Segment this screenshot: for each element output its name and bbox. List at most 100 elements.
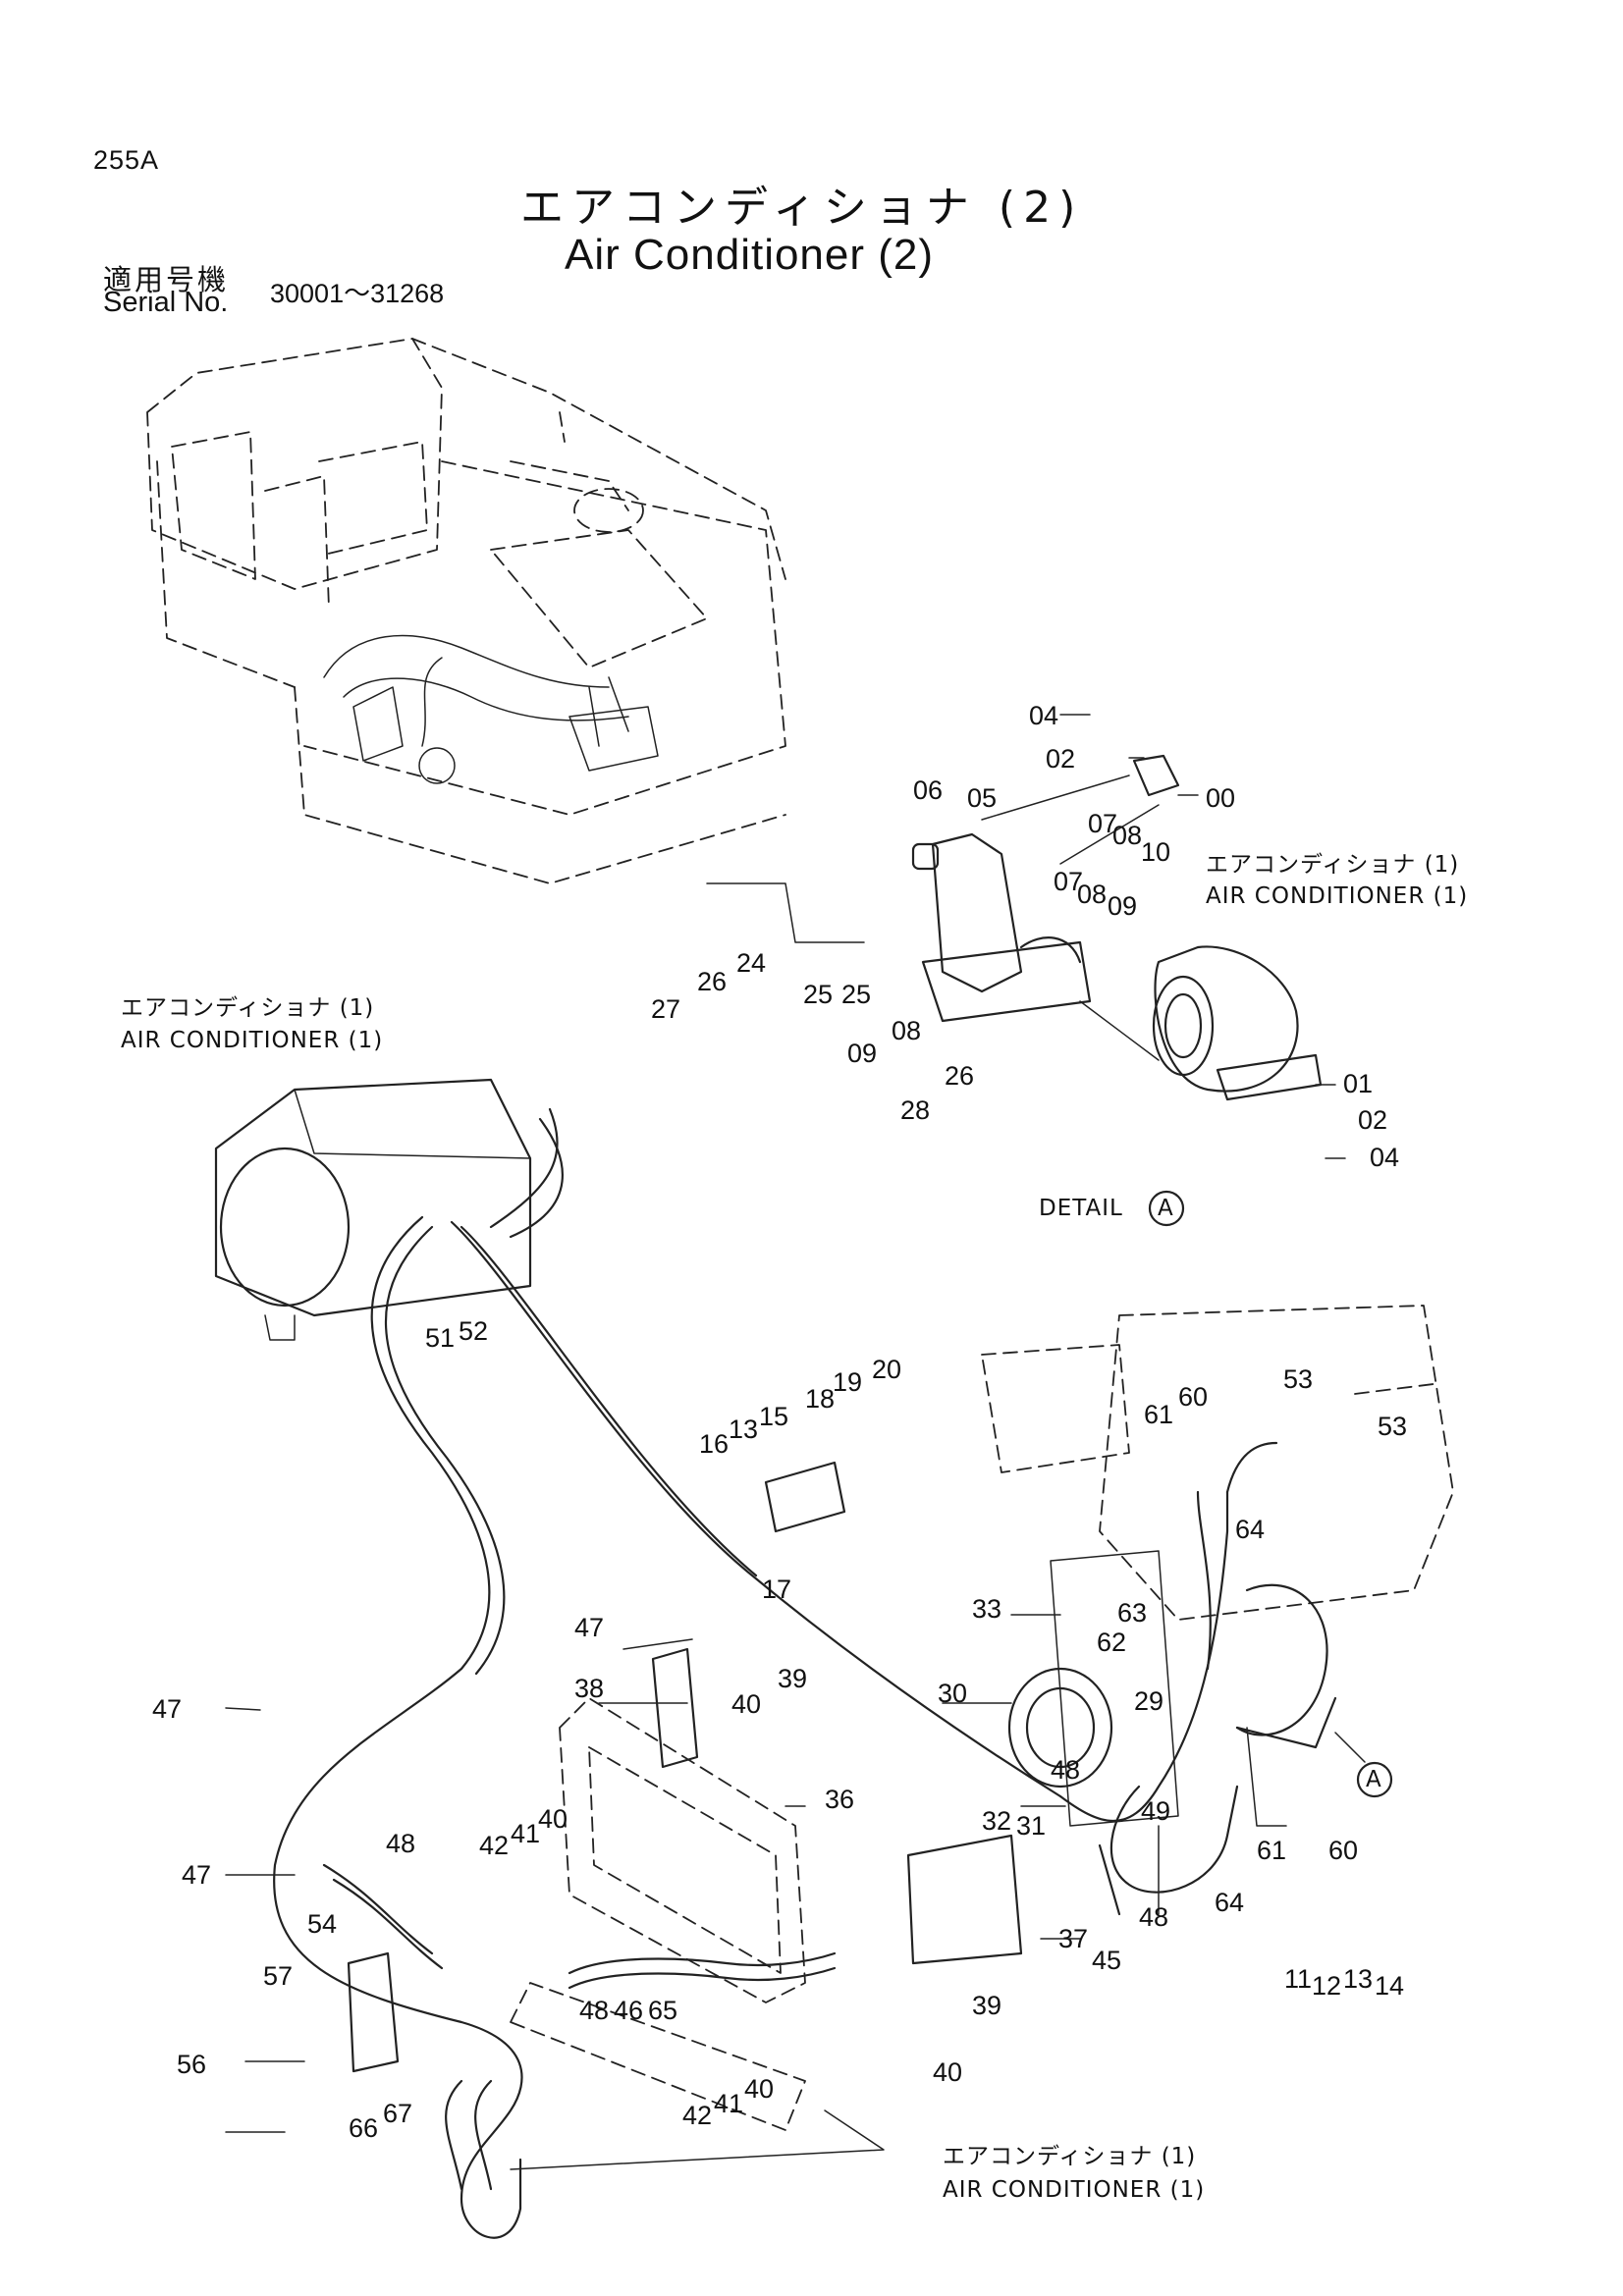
callout-01: 01 xyxy=(1343,1069,1374,1098)
ac-unit-left xyxy=(214,1078,532,1341)
page-title-jp: エアコンディショナ (2) xyxy=(520,183,1084,233)
callout-52: 52 xyxy=(459,1316,489,1346)
callout-33: 33 xyxy=(972,1594,1002,1624)
callout-40c: 40 xyxy=(744,2074,775,2104)
page-number: 255A xyxy=(93,145,160,175)
callout-26a: 26 xyxy=(697,967,728,996)
callout-17: 17 xyxy=(762,1575,792,1604)
callout-12: 12 xyxy=(1312,1971,1342,2001)
callout-40d: 40 xyxy=(933,2057,963,2087)
detail-label: DETAIL xyxy=(1039,1196,1123,1221)
note-ac-bottom-jp: エアコンディショナ (1) xyxy=(943,2144,1197,2169)
condenser xyxy=(510,1697,806,2131)
note-ac-left-en: AIR CONDITIONER (1) xyxy=(121,1028,384,1053)
callout-47a: 47 xyxy=(574,1613,605,1642)
callout-42a: 42 xyxy=(479,1831,510,1860)
callout-24: 24 xyxy=(736,948,767,978)
callout-09a: 09 xyxy=(1108,891,1138,921)
callout-40b: 40 xyxy=(538,1804,568,1834)
callout-62: 62 xyxy=(1097,1628,1127,1657)
callout-42b: 42 xyxy=(682,2101,713,2130)
callout-25b: 25 xyxy=(841,980,872,1009)
note-ac-left-jp: エアコンディショナ (1) xyxy=(121,995,375,1021)
callout-26b: 26 xyxy=(945,1061,975,1091)
callout-54: 54 xyxy=(307,1909,338,1939)
callout-61b: 61 xyxy=(1257,1836,1287,1865)
excavator-overview xyxy=(146,338,786,884)
note-ac-top-en: AIR CONDITIONER (1) xyxy=(1206,883,1469,909)
callout-40a: 40 xyxy=(731,1689,762,1719)
callout-61a: 61 xyxy=(1144,1400,1174,1429)
callout-30: 30 xyxy=(938,1679,968,1708)
callout-48c: 48 xyxy=(386,1829,416,1858)
engine-outline xyxy=(981,1305,1454,1827)
callout-13b: 13 xyxy=(1343,1964,1374,1994)
leader-lines xyxy=(225,714,1366,2170)
callout-51: 51 xyxy=(425,1323,456,1353)
callout-66: 66 xyxy=(349,2113,379,2143)
callout-02a: 02 xyxy=(1046,744,1076,774)
callout-60a: 60 xyxy=(1178,1382,1209,1412)
callout-18: 18 xyxy=(805,1384,836,1414)
detail-letter: A xyxy=(1158,1196,1174,1221)
serial-label-en: Serial No. xyxy=(103,287,229,318)
callout-47c: 47 xyxy=(182,1860,212,1890)
callout-20: 20 xyxy=(872,1355,902,1384)
detail-ref-letter: A xyxy=(1366,1767,1382,1792)
callout-13a: 13 xyxy=(729,1415,759,1444)
page-title-en: Air Conditioner (2) xyxy=(565,231,935,279)
callout-08b: 08 xyxy=(1077,880,1108,909)
callout-45: 45 xyxy=(1092,1946,1122,1975)
callout-56: 56 xyxy=(177,2050,207,2079)
callout-02b: 02 xyxy=(1358,1105,1388,1135)
callout-11: 11 xyxy=(1284,1964,1313,1994)
hoses xyxy=(273,1107,1278,2239)
callout-53a: 53 xyxy=(1283,1364,1314,1394)
callout-53b: 53 xyxy=(1378,1412,1408,1441)
callout-08c: 08 xyxy=(892,1016,922,1045)
serial-label-jp: 適用号機 xyxy=(103,263,230,296)
callout-04b: 04 xyxy=(1370,1143,1400,1172)
callout-39a: 39 xyxy=(778,1664,808,1693)
callout-06: 06 xyxy=(913,775,944,805)
callout-38: 38 xyxy=(574,1674,605,1703)
callout-64a: 64 xyxy=(1235,1515,1266,1544)
callout-41b: 41 xyxy=(714,2089,744,2118)
callout-36: 36 xyxy=(825,1785,855,1814)
callout-16: 16 xyxy=(699,1429,730,1459)
callout-07a: 07 xyxy=(1088,809,1118,838)
callout-46: 46 xyxy=(614,1996,644,2025)
callout-60b: 60 xyxy=(1328,1836,1359,1865)
callout-29: 29 xyxy=(1134,1686,1164,1716)
note-ac-top-jp: エアコンディショナ (1) xyxy=(1206,852,1460,878)
callout-19: 19 xyxy=(833,1367,863,1397)
callout-32: 32 xyxy=(982,1806,1012,1836)
callout-39b: 39 xyxy=(972,1991,1002,2020)
callout-10: 10 xyxy=(1141,837,1171,867)
callout-00: 00 xyxy=(1206,783,1236,813)
callout-09b: 09 xyxy=(847,1039,878,1068)
bracket-plates xyxy=(347,1461,1023,2073)
callout-08a: 08 xyxy=(1112,821,1143,850)
serial-range: 30001～31268 xyxy=(270,279,445,308)
detail-a-ref-circle xyxy=(1356,1761,1393,1798)
callout-64b: 64 xyxy=(1215,1888,1245,1917)
callout-48d: 48 xyxy=(579,1996,610,2025)
callout-27: 27 xyxy=(651,994,681,1024)
detail-a-circle xyxy=(1148,1190,1185,1227)
note-ac-bottom-en: AIR CONDITIONER (1) xyxy=(943,2177,1206,2203)
detail-a-assembly xyxy=(706,754,1323,1101)
callout-04a: 04 xyxy=(1029,701,1059,730)
callout-41a: 41 xyxy=(511,1819,541,1848)
callout-47b: 47 xyxy=(152,1694,183,1724)
callout-25a: 25 xyxy=(803,980,834,1009)
callout-28: 28 xyxy=(900,1095,931,1125)
callout-67: 67 xyxy=(383,2099,413,2128)
callout-37: 37 xyxy=(1058,1924,1089,1953)
callout-65: 65 xyxy=(648,1996,678,2025)
callout-15: 15 xyxy=(759,1402,789,1431)
callout-49: 49 xyxy=(1141,1796,1171,1826)
callout-07b: 07 xyxy=(1054,867,1084,896)
callout-31: 31 xyxy=(1016,1811,1047,1841)
